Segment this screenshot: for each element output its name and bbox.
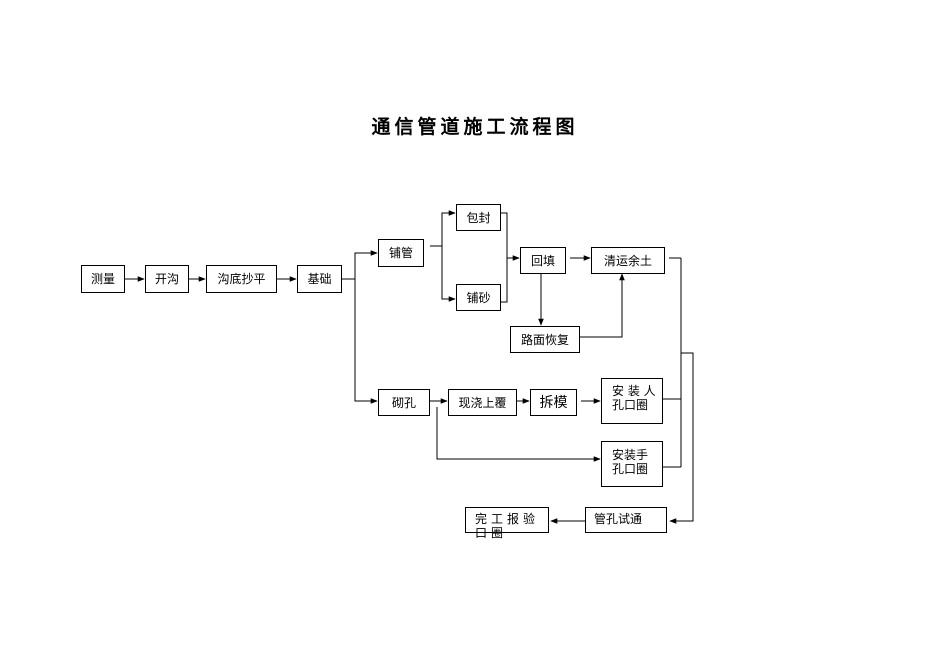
- node-foundation-label: 基础: [307, 272, 332, 286]
- node-road-restore-label: 路面恢复: [520, 332, 569, 347]
- arrow-road-clear: [580, 273, 625, 338]
- node-clear-soil: 清运余土: [591, 247, 665, 274]
- node-acceptance-label: 完工报验口圈: [475, 512, 540, 540]
- node-lay-pipe-label: 铺管: [388, 246, 413, 260]
- arrow-collector-test: [669, 352, 694, 524]
- node-acceptance: 完工报验口圈: [465, 507, 549, 540]
- branch-foundation-masonry: [354, 279, 378, 404]
- split-lay-pipe-sand: [441, 246, 456, 302]
- node-wrap-seal: 包封: [456, 204, 501, 231]
- node-cast-cover: 现浇上覆: [448, 389, 517, 416]
- node-clear-soil-label: 清运余土: [603, 253, 652, 268]
- branch-foundation: [342, 250, 378, 280]
- node-masonry: 砌孔: [378, 389, 430, 416]
- node-cast-cover-label: 现浇上覆: [458, 395, 507, 410]
- node-remove-form-label: 拆模: [539, 394, 568, 411]
- node-duct-test-label: 管孔试通: [594, 512, 643, 526]
- split-lay-pipe: [430, 210, 456, 247]
- node-backfill: 回填: [520, 247, 566, 274]
- merge-backfill: [501, 212, 508, 303]
- node-handhole-ring: 安装手孔口圈: [601, 441, 663, 487]
- node-masonry-label: 砌孔: [391, 395, 416, 410]
- node-manhole-ring: 安 装 人孔口圈: [601, 378, 663, 424]
- node-road-restore: 路面恢复: [510, 326, 580, 353]
- arrow-masonry-handhole: [436, 407, 601, 462]
- node-wrap-seal-label: 包封: [466, 210, 491, 225]
- node-handhole-ring-label: 安装手孔口圈: [612, 448, 649, 476]
- node-remove-form: 拆模: [530, 389, 577, 416]
- node-lay-pipe: 铺管: [378, 239, 424, 267]
- node-survey: 测量: [81, 265, 125, 293]
- node-level-label: 沟底抄平: [217, 272, 266, 286]
- node-duct-test: 管孔试通: [585, 507, 667, 533]
- node-foundation: 基础: [297, 265, 342, 293]
- node-survey-label: 测量: [90, 272, 115, 286]
- node-level: 沟底抄平: [206, 265, 277, 293]
- node-trench: 开沟: [145, 265, 189, 293]
- node-backfill-label: 回填: [530, 253, 555, 268]
- node-manhole-ring-label: 安 装 人孔口圈: [612, 384, 656, 412]
- node-sand: 铺砂: [456, 284, 501, 311]
- node-trench-label: 开沟: [154, 272, 179, 286]
- node-sand-label: 铺砂: [466, 290, 491, 305]
- page-title: 通信管道施工流程图: [371, 116, 579, 138]
